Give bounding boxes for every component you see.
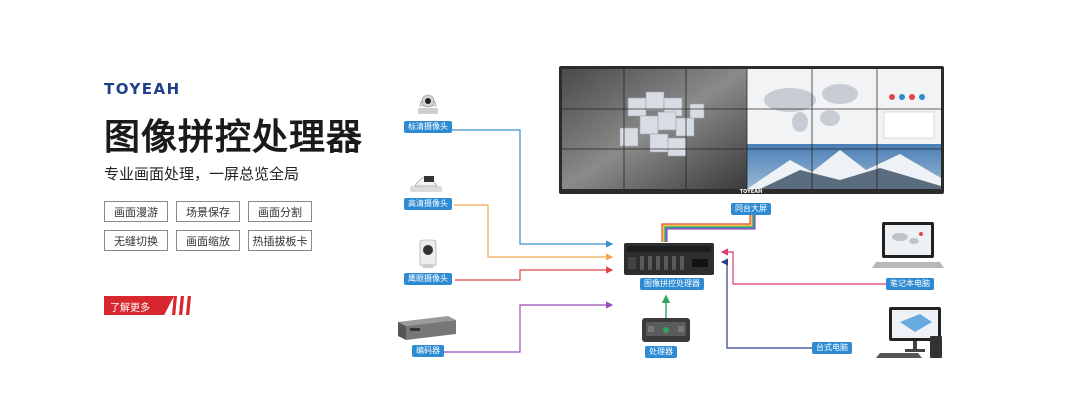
wall-brand-text: TOYEAH <box>740 189 763 195</box>
chevron-stripe-icon <box>179 296 184 315</box>
label-video-wall: 同台大屏 <box>731 203 771 215</box>
page-title: 图像拼控处理器 <box>104 117 364 158</box>
label-dome-camera: 鹰眼摄像头 <box>404 273 452 285</box>
label-laptop: 笔记本电脑 <box>886 278 934 290</box>
feature-tag: 场景保存 <box>176 201 240 222</box>
desktop-icon <box>876 307 942 358</box>
controller-icon <box>642 318 690 342</box>
video-wall-icon: TOYEAH <box>559 66 944 195</box>
label-controller: 处理器 <box>645 346 677 358</box>
label-hd-camera-2: 高清摄像头 <box>404 198 452 210</box>
page-subtitle: 专业画面处理，一屏总览全局 <box>104 165 300 183</box>
feature-tag: 画面分割 <box>248 201 312 222</box>
link-line <box>454 204 614 261</box>
link-line <box>720 248 890 285</box>
learn-more-background <box>104 296 174 315</box>
link-line <box>455 266 614 281</box>
link-line <box>426 129 614 248</box>
label-processor: 图像拼控处理器 <box>640 278 704 290</box>
chevron-stripe-icon <box>172 296 177 315</box>
brand-logo: TOYEAH <box>104 80 181 98</box>
link-line <box>441 301 614 353</box>
chevron-stripe-icon <box>186 296 191 315</box>
wall-cable-bundle <box>661 212 756 242</box>
camera-icon <box>410 176 442 192</box>
learn-more-label: 了解更多 <box>110 303 150 314</box>
laptop-icon <box>872 222 944 268</box>
label-hd-camera-1: 标清摄像头 <box>404 121 452 133</box>
camera-icon <box>418 94 438 114</box>
label-desktop: 台式电脑 <box>812 342 852 354</box>
link-line <box>720 258 812 349</box>
camera-icon <box>419 239 437 268</box>
feature-list: 画面漫游 场景保存 画面分割 无缝切换 画面缩放 热插拔板卡 <box>104 201 312 251</box>
feature-tag: 画面缩放 <box>176 230 240 251</box>
processor-icon <box>624 243 714 275</box>
learn-more-button[interactable]: 了解更多 <box>104 296 192 315</box>
label-encoder: 编码器 <box>412 345 444 357</box>
feature-tag: 热插拔板卡 <box>248 230 312 251</box>
encoder-icon <box>398 316 456 340</box>
feature-tag: 画面漫游 <box>104 201 168 222</box>
feature-tag: 无缝切换 <box>104 230 168 251</box>
